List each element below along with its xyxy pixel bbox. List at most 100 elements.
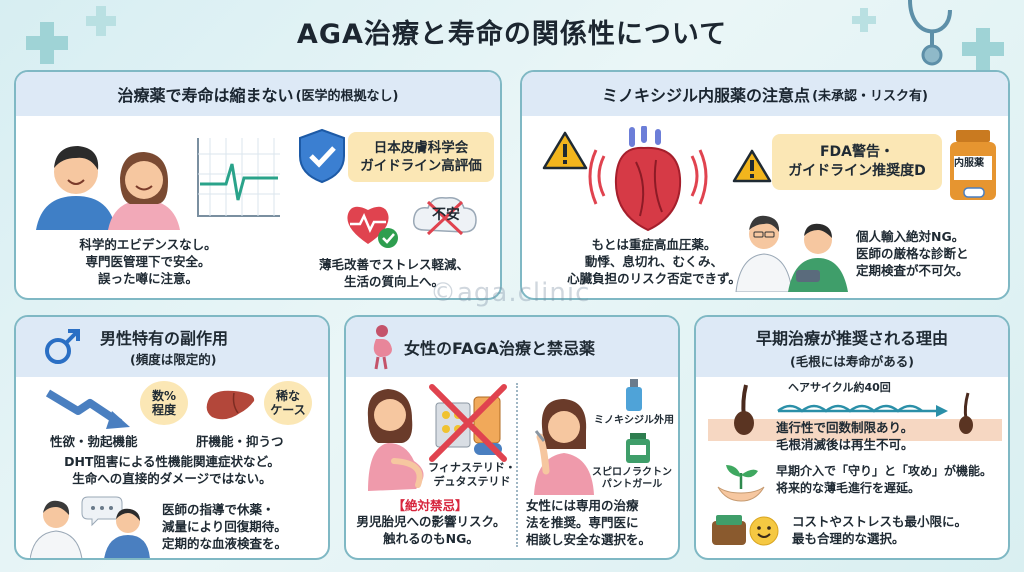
heart-check-icon (347, 206, 398, 248)
text-line: 毛根消滅後は再生不可。 (776, 437, 914, 452)
text-line: 科学的エビデンスなし。 (79, 237, 217, 252)
sprout-in-hands-icon (717, 465, 765, 502)
text-line: 進行性で回数制限あり。 (776, 420, 914, 435)
text-line: 生活の質向上へ。 (343, 274, 444, 289)
text-line: パントガール (601, 479, 663, 490)
text-line: 専門医管理下で安全。 (85, 254, 211, 269)
guideline-badge: 日本皮膚科学会 ガイドライン高評価 (348, 132, 494, 182)
hair-cycle-label: ヘアサイクル約40回 (788, 381, 891, 394)
panel-male-side-effects: 男性特有の副作用 (頻度は限定的) 数% 程度 稀な ケース 性欲・勃起機能 肝… (14, 315, 330, 560)
text-line: 生命への直接的ダメージではない。 (72, 471, 272, 486)
text-line: 男児胎児への影響リスク。 (356, 514, 506, 529)
panel-heading: 女性のFAGA治療と禁忌薬 (346, 317, 678, 377)
text-line: 早期介入で「守り」と「攻め」が機能。 (776, 464, 993, 478)
medical-cross-decoration (26, 6, 116, 64)
text-line: 法を推奨。専門医に (526, 515, 639, 530)
tag-line: ケース (270, 403, 306, 417)
text-line: フィナステリド・ (428, 461, 516, 474)
medicine-bottle-icon (950, 130, 996, 200)
panel-body-right: 薄毛改善でストレス軽減、 生活の質向上へ。 (294, 256, 494, 290)
declining-arrow-icon (45, 389, 130, 429)
supplement-bottle-icon (626, 433, 650, 463)
text-line: 誤った噂に注意。 (97, 271, 198, 286)
text-line: DHT阻害による性機能関連症状など。 (64, 454, 280, 469)
text-line: スピロノラクトン (592, 467, 672, 478)
panel-body-right: 個人輸入絶対NG。 医師の厳格な診断と 定期検査が不可欠。 (856, 228, 1006, 279)
guideline-badge-line2: ガイドライン高評価 (360, 158, 482, 174)
panel-heading-note: (未承認・リスク有) (812, 88, 928, 104)
text-line: デュタステリド (433, 475, 511, 488)
anxiety-label: 不安 (432, 207, 460, 223)
frequency-tag: 数% 程度 (140, 381, 188, 425)
panel-body-left: 科学的エビデンスなし。 専門医管理下で安全。 誤った噂に注意。 (48, 236, 248, 287)
spironolactone-label: スピロノラクトン パントガール (584, 467, 678, 491)
text-line: コストやストレスも最小限に。 (792, 514, 968, 529)
panel-body-bottom: 医師の指導で休薬・ 減量により回復期待。 定期的な血液検査を。 (162, 501, 328, 552)
woman-with-dropper-illustration (534, 399, 594, 495)
panel-heading: 治療薬で寿命は縮まない (医学的根拠なし) (16, 72, 500, 116)
panel-body-left: 男児胎児への影響リスク。 触れるのもNG。 (346, 513, 516, 547)
prohibited-pills-icon (429, 384, 507, 462)
panel-body-left: もとは重症高血圧薬。 動悸、息切れ、むくみ、 心臓負担のリスク否定できず。 (544, 236, 764, 287)
text-line: 心臓負担のリスク否定できず。 (567, 271, 741, 286)
fda-badge-line1: FDA警告・ (819, 144, 895, 160)
text-line: 動悸、息切れ、むくみ、 (584, 254, 724, 269)
pregnant-woman-illustration (367, 389, 424, 491)
doctor-consultation-illustration (30, 496, 150, 558)
panel-minoxidil-oral: ミノキシジル内服薬の注意点 (未承認・リスク有) FDA警告・ ガイドライン推奨… (520, 70, 1010, 300)
health-graph-icon (197, 138, 280, 217)
text-line: 減量により回復期待。 (162, 519, 287, 534)
pregnant-woman-icon (373, 325, 392, 370)
divider (516, 383, 518, 547)
panel-heading-text: 治療薬で寿命は縮まない (117, 86, 294, 105)
text-line: 薄毛改善でストレス軽減、 (318, 257, 469, 272)
panel-heading-text: 女性のFAGA治療と禁忌薬 (404, 339, 595, 358)
fda-badge-line2: ガイドライン推奨度D (788, 163, 926, 179)
text-line: 将来的な薄毛進行を遅延。 (776, 481, 921, 495)
cost-stress-text: コストやストレスも最小限に。 最も合理的な選択。 (792, 513, 1008, 547)
label-liver-function: 肝機能・抑うつ (196, 434, 284, 449)
warning-icon-small (732, 149, 772, 183)
couple-illustration (36, 146, 180, 230)
text-line: 女性には専用の治療 (526, 498, 639, 513)
panel-lifespan: 治療薬で寿命は縮まない (医学的根拠なし) 日本皮膚科学会 ガイドライン高評価 (14, 70, 502, 300)
panel-heading-text: 男性特有の副作用 (100, 329, 229, 348)
panel-heading-text: 早期治療が推奨される理由 (755, 329, 948, 348)
stethoscope-icon (852, 0, 1004, 70)
panel-female-faga: 女性のFAGA治療と禁忌薬 フィナステリド・ デュタステリド 【絶対禁忌】 男児… (344, 315, 680, 560)
panel-heading-note: (医学的根拠なし) (295, 88, 399, 104)
fda-warning-badge: FDA警告・ ガイドライン推奨度D (772, 134, 942, 190)
tag-line: 稀な (275, 389, 300, 403)
shield-check-icon (299, 128, 345, 184)
text-line: 相談し安全な選択を。 (526, 532, 652, 547)
hair-cycle-illustration (708, 384, 1002, 441)
text-line: 個人輸入絶対NG。 (856, 229, 965, 244)
spray-bottle-icon (626, 379, 642, 411)
text-line: もとは重症高血圧薬。 (591, 237, 717, 252)
watermark: ©aga.clinic (430, 278, 591, 308)
panel-heading-text: ミノキシジル内服薬の注意点 (602, 86, 811, 105)
early-intervention-text: 早期介入で「守り」と「攻め」が機能。 将来的な薄毛進行を遅延。 (776, 463, 1008, 497)
heart-organ-icon (588, 126, 708, 232)
text-line: 医師の厳格な診断と (856, 246, 969, 261)
text-line: 定期的な血液検査を。 (162, 536, 288, 551)
tag-line: 数% (151, 389, 177, 403)
panel-heading-sub: (毛根には寿命がある) (790, 354, 914, 369)
bottle-label: 内服薬 (954, 158, 984, 169)
panel-early-treatment: 早期治療が推奨される理由 (毛根には寿命がある) ヘアサイクル約40回 進行性で… (694, 315, 1010, 560)
male-symbol-icon (45, 329, 80, 364)
liver-icon (206, 390, 255, 420)
text-line: 医師の指導で休薬・ (162, 502, 275, 517)
panel-heading: 早期治療が推奨される理由 (毛根には寿命がある) (696, 317, 1008, 377)
panel-heading-sub: (頻度は限定的) (130, 352, 217, 367)
guideline-badge-line1: 日本皮膚科学会 (373, 140, 469, 156)
panel-heading: ミノキシジル内服薬の注意点 (未承認・リスク有) (522, 72, 1008, 116)
tag-line: 程度 (151, 403, 176, 417)
wallet-smile-icon (712, 515, 779, 546)
warning-icon (542, 131, 588, 170)
text-line: 定期検査が不可欠。 (856, 263, 969, 278)
minoxidil-topical-label: ミノキシジル外用 (594, 415, 674, 426)
cycle-limit-text: 進行性で回数制限あり。 毛根消滅後は再生不可。 (776, 419, 1006, 453)
panel-body-mid: DHT阻害による性機能関連症状など。 生命への直接的ダメージではない。 (16, 453, 328, 487)
text-line: 触れるのもNG。 (383, 531, 479, 546)
